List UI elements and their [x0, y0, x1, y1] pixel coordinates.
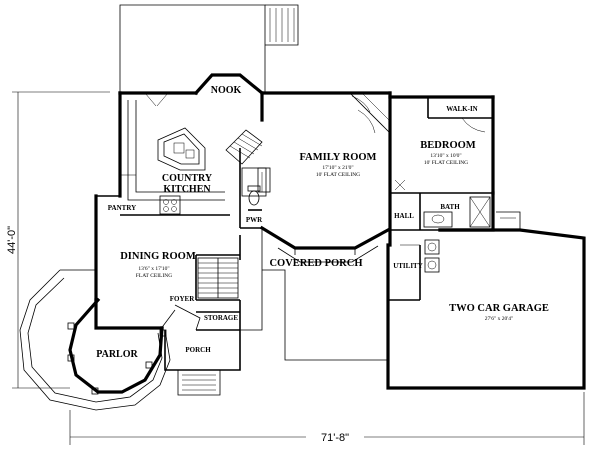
room-label-parlor: PARLOR	[96, 349, 138, 360]
room-label-walk-in: WALK-IN	[446, 105, 478, 113]
powder-room-fixtures	[247, 185, 261, 206]
room-label-dining-room: DINING ROOM	[120, 251, 196, 262]
room-label-garage: TWO CAR GARAGE	[449, 303, 549, 314]
dimension-overall-width: 71'-8"	[321, 432, 349, 444]
room-label-hall: HALL	[394, 212, 414, 220]
room-label-bedroom: BEDROOM	[420, 140, 476, 151]
room-label-family-room: FAMILY ROOM	[300, 152, 377, 163]
room-label-utility: UTILITY	[393, 262, 423, 270]
room-label-storage: STORAGE	[204, 314, 238, 322]
dimension-overall-depth: 44'-0"	[6, 226, 18, 254]
family-room-fixtures	[225, 92, 391, 197]
room-label-porch: PORCH	[185, 346, 211, 354]
rear-deck	[119, 4, 299, 92]
front-porch	[164, 304, 241, 396]
interior-walls	[120, 91, 493, 331]
room-label-country-kitchen-2: KITCHEN	[163, 184, 211, 195]
parlor-turret	[19, 269, 176, 411]
room-size-bedroom: 13'10" x 10'0"	[430, 153, 461, 159]
room-label-country-kitchen-1: COUNTRY	[162, 173, 213, 184]
room-size-family-room: 17'10" x 21'0"	[322, 165, 353, 171]
room-size-garage: 27'6" x 20'4"	[485, 316, 513, 322]
bath-fixtures	[394, 117, 491, 273]
room-size-dining-room: 13'6" x 17'10"	[138, 266, 169, 272]
room-label-foyer: FOYER	[170, 295, 195, 303]
room-label-bath: BATH	[440, 203, 460, 211]
room-note-dining-room: FLAT CEILING	[136, 273, 172, 279]
foyer-stairs	[197, 257, 239, 299]
room-note-family-room: 10' FLAT CEILING	[316, 172, 360, 178]
room-label-covered-porch: COVERED PORCH	[269, 258, 362, 269]
room-note-bedroom: 10' FLAT CEILING	[424, 160, 468, 166]
dimension-lines: 44'-0" 71'-8"	[6, 91, 585, 445]
covered-porch	[240, 228, 388, 361]
room-label-pwr: PWR	[246, 216, 263, 224]
kitchen-fixtures	[120, 92, 225, 215]
room-label-nook: NOOK	[211, 85, 242, 96]
room-labels: NOOK FAMILY ROOM 17'10" x 21'0" 10' FLAT…	[96, 85, 549, 360]
room-label-pantry: PANTRY	[108, 204, 136, 212]
exterior-walls	[94, 73, 586, 390]
garage-door	[400, 211, 521, 246]
